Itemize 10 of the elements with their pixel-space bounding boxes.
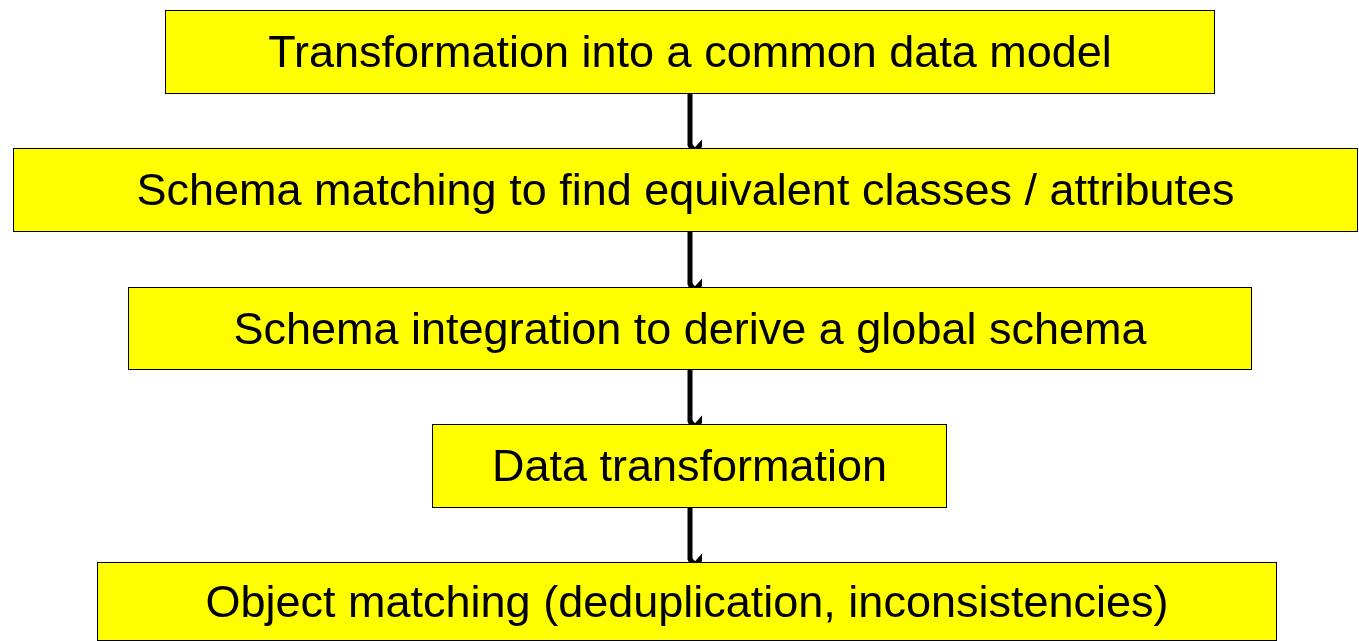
process-box	[165, 10, 1215, 94]
process-box	[97, 562, 1277, 641]
process-box	[128, 287, 1252, 370]
step-label: Schema matching to find equivalent classes / attributes	[136, 164, 1235, 216]
step-label: Object matching (deduplication, inconsistencies)	[205, 575, 1169, 628]
process-box	[13, 148, 1358, 232]
step-label: Transformation into a common data model	[268, 26, 1112, 78]
process-box	[432, 424, 947, 508]
step-label: Data transformation	[491, 440, 888, 492]
step-label: Schema integration to derive a global schema	[233, 302, 1147, 355]
